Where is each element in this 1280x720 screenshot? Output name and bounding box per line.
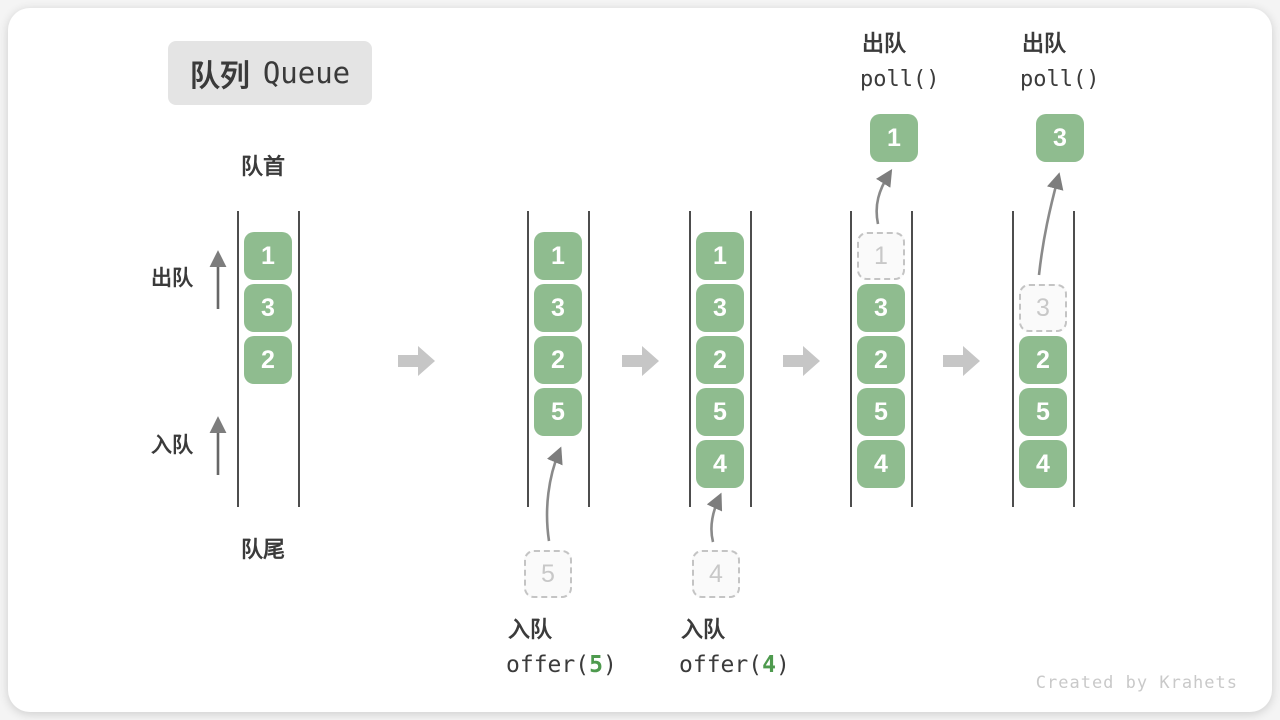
popped-element: 1: [870, 114, 918, 162]
diagram-card: [8, 8, 1272, 712]
queue-element: 4: [1019, 440, 1067, 488]
op-dequeue-code: poll(): [860, 67, 940, 92]
queue-wall: [1073, 211, 1075, 507]
op-enqueue-label: 入队: [681, 617, 726, 642]
watermark: Created by Krahets: [1035, 673, 1238, 693]
code-arg: 4: [762, 652, 776, 678]
queue-wall: [750, 211, 752, 507]
queue-element: 5: [534, 388, 582, 436]
queue-element: 2: [534, 336, 582, 384]
queue-element: 1: [244, 232, 292, 280]
code-arg: 5: [589, 652, 603, 678]
queue-element: 3: [244, 284, 292, 332]
queue-wall: [298, 211, 300, 507]
op-dequeue-code: poll(): [1020, 67, 1100, 92]
label-enqueue-side: 入队: [151, 434, 193, 457]
queue-element: 3: [696, 284, 744, 332]
label-dequeue-side: 出队: [151, 267, 193, 290]
queue-wall: [911, 211, 913, 507]
queue-element: 2: [857, 336, 905, 384]
queue-element: 5: [696, 388, 744, 436]
label-queue-rear: 队尾: [241, 537, 286, 562]
title-badge: 队列 Queue: [168, 41, 372, 105]
pending-element: 5: [524, 550, 572, 598]
queue-element: 3: [534, 284, 582, 332]
op-dequeue-label: 出队: [1022, 31, 1067, 56]
code-post: ): [602, 652, 617, 678]
removed-slot: 3: [1019, 284, 1067, 332]
queue-wall: [689, 211, 691, 507]
op-dequeue-label: 出队: [862, 31, 907, 56]
op-enqueue-code: offer(4): [679, 651, 790, 680]
queue-element: 2: [244, 336, 292, 384]
queue-wall: [850, 211, 852, 507]
queue-wall: [588, 211, 590, 507]
queue-element: 5: [857, 388, 905, 436]
popped-element: 3: [1036, 114, 1084, 162]
op-enqueue-code: offer(5): [506, 651, 617, 680]
queue-element: 4: [696, 440, 744, 488]
queue-wall: [1012, 211, 1014, 507]
removed-slot: 1: [857, 232, 905, 280]
queue-element: 1: [696, 232, 744, 280]
code-pre: offer(: [679, 652, 763, 678]
queue-wall: [527, 211, 529, 507]
queue-element: 5: [1019, 388, 1067, 436]
queue-element: 2: [696, 336, 744, 384]
queue-element: 4: [857, 440, 905, 488]
queue-element: 1: [534, 232, 582, 280]
title-en: Queue: [262, 56, 351, 90]
label-queue-front: 队首: [241, 154, 286, 179]
code-post: ): [775, 652, 790, 678]
title-zh: 队列: [189, 60, 250, 93]
code-pre: offer(: [506, 652, 590, 678]
queue-wall: [237, 211, 239, 507]
queue-element: 2: [1019, 336, 1067, 384]
queue-element: 3: [857, 284, 905, 332]
pending-element: 4: [692, 550, 740, 598]
op-enqueue-label: 入队: [508, 617, 553, 642]
